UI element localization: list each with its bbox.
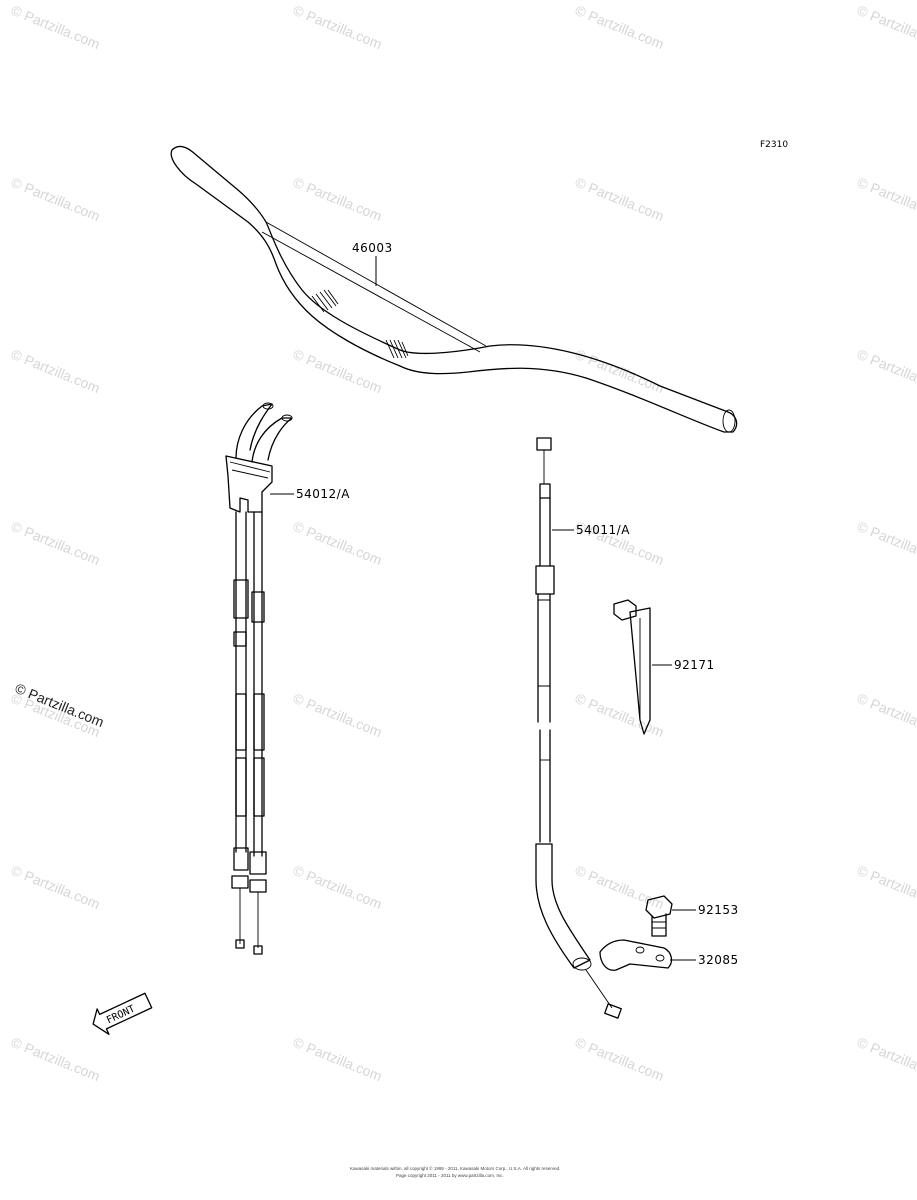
watermark-text: © Partzilla.com bbox=[573, 2, 666, 52]
watermark-text: © Partzilla.com bbox=[573, 346, 666, 396]
throttle-cable-drawing bbox=[225, 402, 293, 955]
part-label-54012a[interactable]: 54012/A bbox=[296, 487, 350, 501]
watermark-text: © Partzilla.com bbox=[9, 1034, 102, 1084]
watermark-text: © Partzilla.com bbox=[291, 1034, 384, 1084]
part-label-92153[interactable]: 92153 bbox=[698, 903, 739, 917]
watermark-text: © Partzilla.com bbox=[9, 174, 102, 224]
watermark-text: © Partzilla.com bbox=[9, 346, 102, 396]
watermark-text: © Partzilla.com bbox=[855, 346, 917, 396]
footer-line-2: Page copyright 2011 - 2011 by www.partzi… bbox=[396, 1173, 504, 1178]
part-label-92171[interactable]: 92171 bbox=[674, 658, 715, 672]
front-arrow: FRONT bbox=[92, 992, 153, 1035]
watermark-text: © Partzilla.com bbox=[573, 174, 666, 224]
clutch-cable-drawing bbox=[535, 437, 622, 1019]
watermark-text: © Partzilla.com bbox=[855, 174, 917, 224]
watermark-text: © Partzilla.com bbox=[9, 862, 102, 912]
watermark-text: © Partzilla.com bbox=[573, 1034, 666, 1084]
watermark-text: © Partzilla.com bbox=[291, 690, 384, 740]
clamp-pin-drawing bbox=[613, 599, 651, 735]
watermark-text: © Partzilla.com bbox=[291, 2, 384, 52]
watermark-text: © Partzilla.com bbox=[855, 862, 917, 912]
handlebar-drawing bbox=[170, 145, 738, 433]
watermark-text: © Partzilla.com bbox=[855, 690, 917, 740]
watermark-text: © Partzilla.com bbox=[573, 862, 666, 912]
watermark-text: © Partzilla.com bbox=[9, 2, 102, 52]
watermark-text: © Partzilla.com bbox=[855, 2, 917, 52]
front-arrow-label: FRONT bbox=[105, 1004, 137, 1027]
bolt-drawing bbox=[645, 895, 673, 937]
watermark-text: © Partzilla.com bbox=[855, 518, 917, 568]
watermark-text: © Partzilla.com bbox=[291, 518, 384, 568]
bracket-drawing bbox=[599, 939, 673, 971]
watermark-grid: © Partzilla.com © Partzilla.com © Partzill… bbox=[9, 2, 917, 1084]
part-label-46003[interactable]: 46003 bbox=[352, 241, 393, 255]
part-label-32085[interactable]: 32085 bbox=[698, 953, 739, 967]
diagram-code: F2310 bbox=[760, 140, 788, 150]
part-label-54011a[interactable]: 54011/A bbox=[576, 523, 630, 537]
watermark-text: © Partzilla.com bbox=[573, 690, 666, 740]
watermark-text: © Partzilla.com bbox=[291, 174, 384, 224]
watermark-text: © Partzilla.com bbox=[9, 518, 102, 568]
watermark-text: © Partzilla.com bbox=[855, 1034, 917, 1084]
watermark-text: © Partzilla.com bbox=[291, 862, 384, 912]
footer-line-1: Kawasaki materials within, all copyright… bbox=[350, 1165, 560, 1171]
